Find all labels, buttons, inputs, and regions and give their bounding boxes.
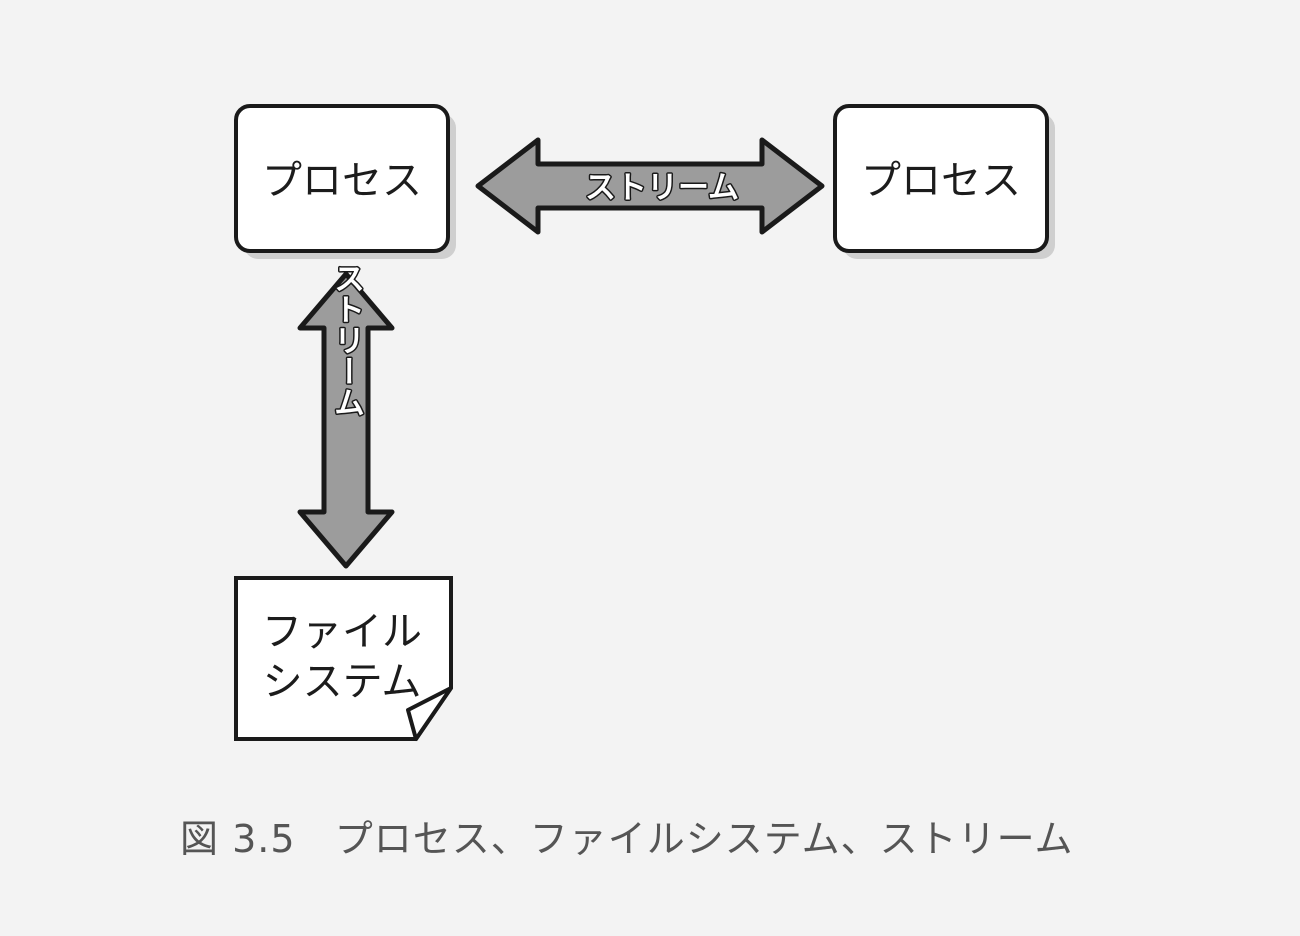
filesystem-box: ファイル システム [234, 576, 453, 741]
diagram-canvas: プロセス プロセス ストリーム ストリーム ファイル システム [234, 104, 1055, 741]
filesystem-label-line2: システム [263, 659, 422, 705]
stream-vertical-label: ストリーム [328, 263, 364, 418]
process-right-label: プロセス [861, 158, 1021, 204]
figure-caption-text: プロセス、ファイルシステム、ストリーム [334, 817, 1074, 861]
stream-arrow-vertical: ストリーム [297, 261, 395, 569]
process-left-label: プロセス [262, 158, 422, 204]
stream-horizontal-label: ストリーム [585, 170, 739, 206]
stream-arrow-horizontal: ストリーム [475, 137, 825, 235]
process-box-left: プロセス [234, 104, 456, 259]
process-box-right: プロセス [833, 104, 1055, 259]
figure-caption: 図 3.5 プロセス、ファイルシステム、ストリーム [180, 808, 1074, 863]
filesystem-label-line1: ファイル [262, 609, 422, 655]
figure-number: 図 3.5 [180, 817, 296, 861]
